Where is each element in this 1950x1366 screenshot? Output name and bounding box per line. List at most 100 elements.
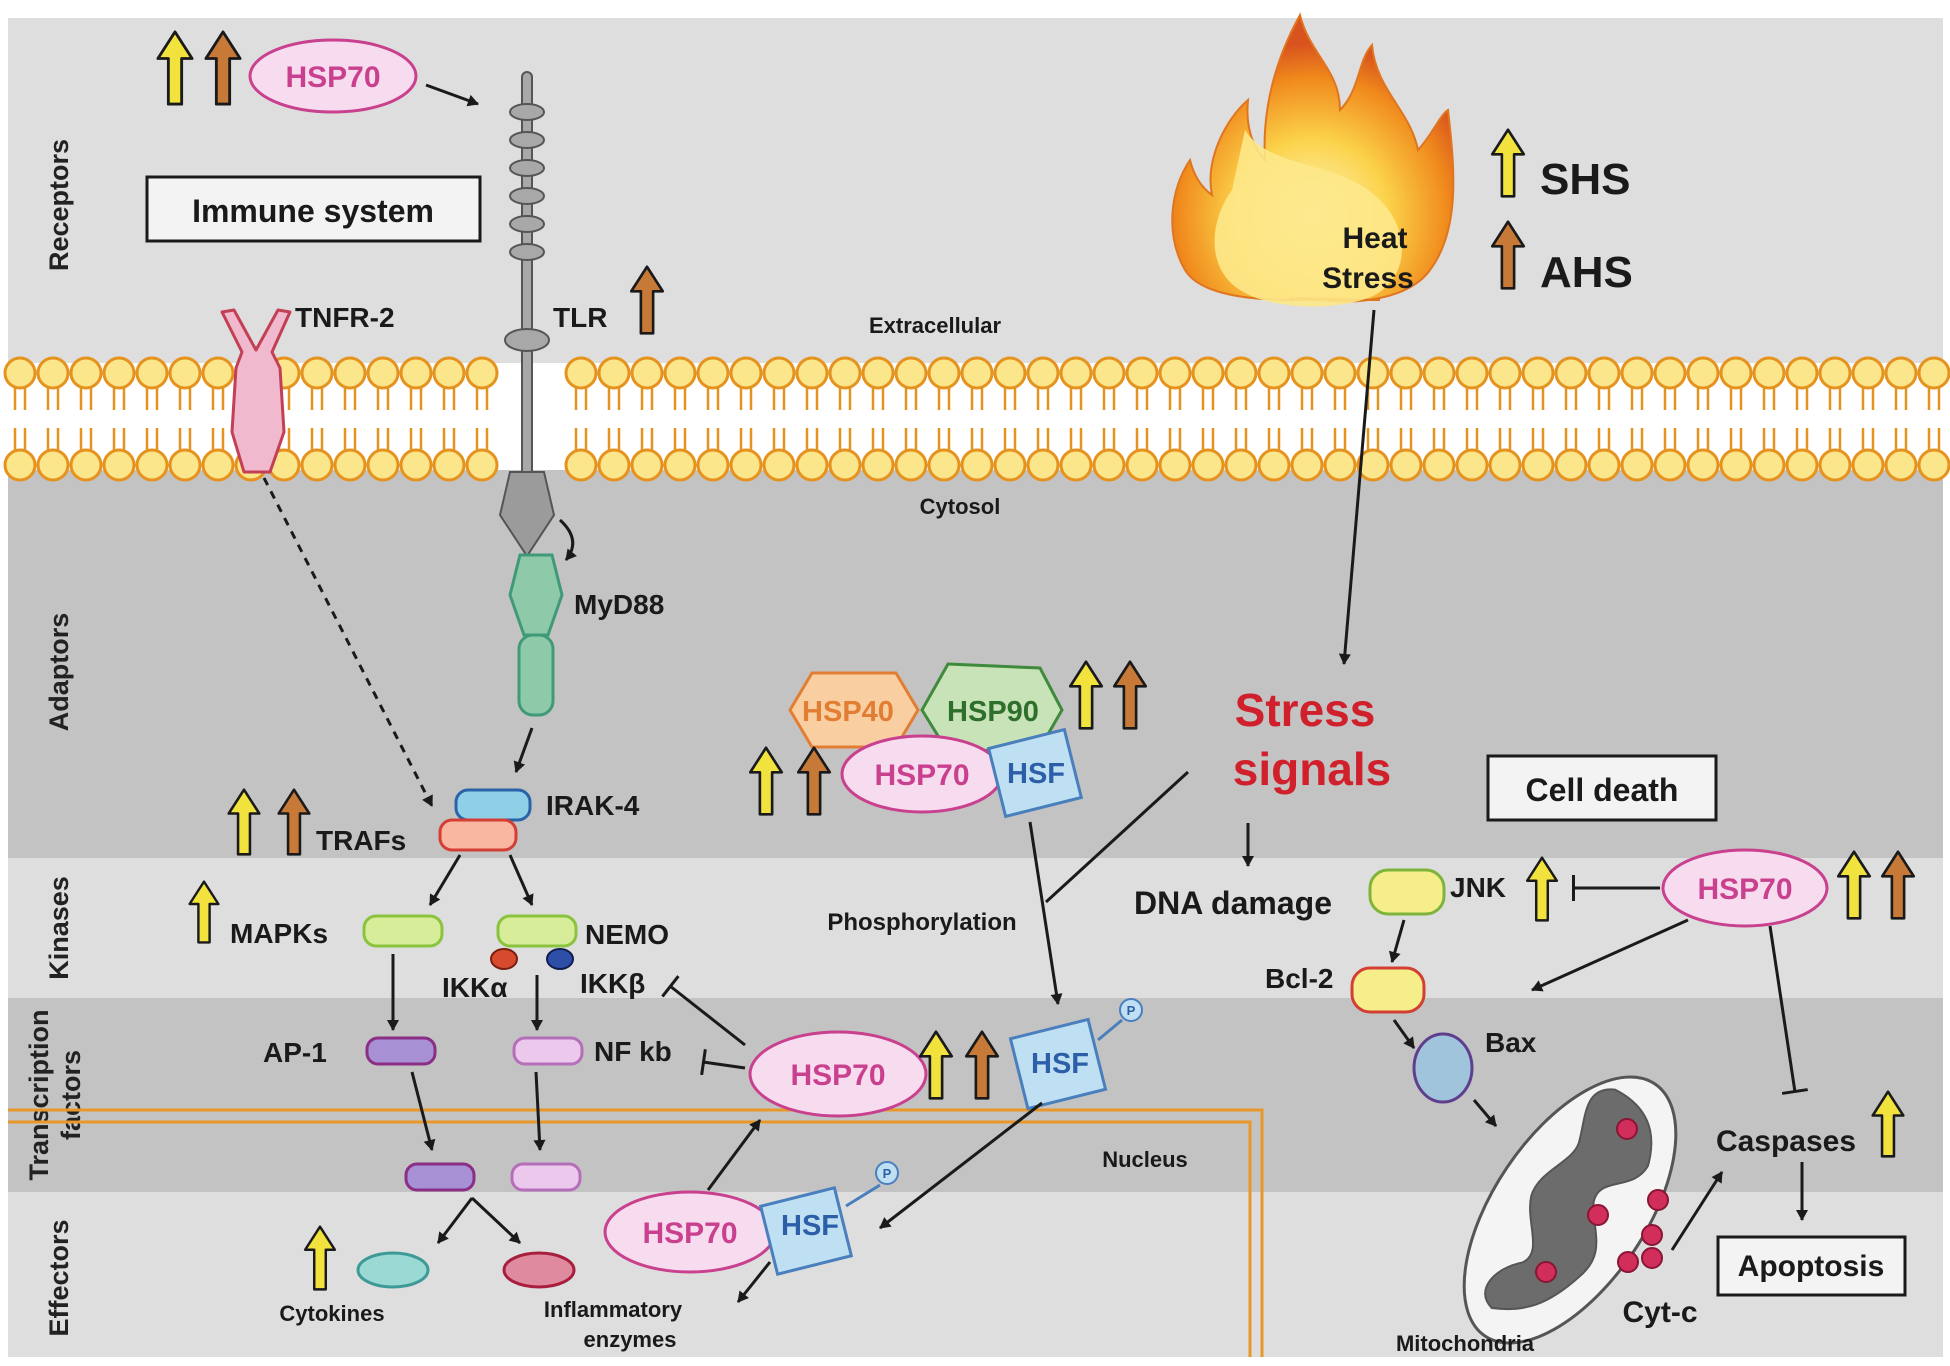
lipid-head — [993, 448, 1027, 482]
lipid-head — [3, 448, 37, 482]
lipid-head — [135, 448, 169, 482]
lipid-tail — [343, 388, 357, 450]
ap1-node — [365, 1036, 437, 1066]
lipid-head — [168, 448, 202, 482]
lipid-tail — [211, 388, 225, 450]
lipid-head — [1653, 448, 1687, 482]
lipid-head — [795, 448, 829, 482]
lipid-tail — [805, 388, 819, 450]
lipid-head — [1224, 448, 1258, 482]
nucleus-envelope — [8, 1108, 1264, 1357]
lipid-head — [1257, 356, 1291, 390]
lipid-head — [993, 356, 1027, 390]
nfkb-node — [512, 1036, 584, 1066]
lipid-head — [1521, 448, 1555, 482]
legend-shs-label: SHS — [1540, 155, 1630, 204]
lipid-tail — [178, 388, 192, 450]
hsp40-label: HSP40 — [802, 696, 894, 728]
lipid-tail — [1069, 388, 1083, 450]
lipid-head — [1125, 356, 1159, 390]
lipid-tail — [1102, 388, 1116, 450]
hsf-complex-label: HSF — [1007, 758, 1065, 790]
hsp70-complex-label: HSP70 — [874, 759, 969, 792]
lipid-tail — [772, 388, 786, 450]
lipid-head — [1785, 356, 1819, 390]
lipid-tail — [112, 388, 126, 450]
lipid-head — [696, 448, 730, 482]
tlr-domain — [509, 243, 545, 261]
lipid-tail — [1168, 388, 1182, 450]
lipid-head — [1686, 448, 1720, 482]
lipid-head — [927, 356, 961, 390]
lipid-tail — [871, 388, 885, 450]
svg-text:P: P — [883, 1166, 892, 1181]
cell-death-label: Cell death — [1526, 772, 1679, 808]
tlr-label: TLR — [553, 302, 607, 333]
lipid-head — [201, 448, 235, 482]
tlr-domain — [509, 187, 545, 205]
hsp70-node-right: HSP70 — [1661, 848, 1829, 928]
hsp70-node-center: HSP70 — [748, 1030, 928, 1118]
lipid-head — [1554, 448, 1588, 482]
hsp70-node-top: HSP70 — [248, 38, 418, 114]
tlr-domain — [509, 215, 545, 233]
hsp90-label: HSP90 — [947, 696, 1039, 728]
lipid-head — [1455, 448, 1489, 482]
lipid-head — [432, 356, 466, 390]
immune-system-box: Immune system — [145, 175, 482, 243]
lipid-head — [1917, 448, 1950, 482]
lipid-tail — [1531, 388, 1545, 450]
lipid-tail — [145, 388, 159, 450]
lipid-head — [1389, 448, 1423, 482]
lipid-head — [1488, 448, 1522, 482]
lipid-head — [399, 356, 433, 390]
lipid-head — [1587, 356, 1621, 390]
lipid-head — [861, 356, 895, 390]
lipid-tail — [1630, 388, 1644, 450]
inflammatory-enzymes-node — [502, 1251, 576, 1289]
lipid-head — [69, 356, 103, 390]
myd88-label: MyD88 — [574, 589, 664, 620]
ap1-label: AP-1 — [263, 1037, 327, 1068]
lipid-head — [465, 448, 499, 482]
nemo-node — [496, 914, 578, 948]
lipid-head — [828, 356, 862, 390]
ikkb-label: IKKβ — [580, 968, 645, 999]
lipid-tail — [79, 388, 93, 450]
lipid-head — [1059, 448, 1093, 482]
lipid-head — [1422, 356, 1456, 390]
lipid-head — [1290, 448, 1324, 482]
lipid-head — [102, 356, 136, 390]
lipid-head — [663, 448, 697, 482]
svg-text:P: P — [1127, 1003, 1136, 1018]
lipid-head — [828, 448, 862, 482]
section-receptors: Receptors — [44, 139, 74, 271]
lipid-tail — [1894, 388, 1908, 450]
lipid-head — [36, 356, 70, 390]
lipid-tail — [13, 388, 27, 450]
mapks-label: MAPKs — [230, 918, 328, 949]
nfkb-nuclear-node — [510, 1162, 582, 1192]
lipid-head — [36, 448, 70, 482]
lipid-head — [729, 356, 763, 390]
cytokines-node — [356, 1251, 430, 1289]
irak4-label: IRAK-4 — [546, 790, 640, 821]
ikkb-node — [546, 948, 574, 970]
lipid-head — [1884, 356, 1918, 390]
legend-ahs-label: AHS — [1540, 248, 1633, 297]
lipid-head — [696, 356, 730, 390]
trafs-label: TRAFs — [316, 825, 406, 856]
lipid-head — [1917, 356, 1950, 390]
lipid-tail — [574, 388, 588, 450]
lipid-head — [1818, 356, 1852, 390]
lipid-head — [1620, 448, 1654, 482]
hsp70-node-effector: HSP70 — [603, 1190, 777, 1274]
lipid-head — [1092, 448, 1126, 482]
lipid-head — [1125, 448, 1159, 482]
lipid-head — [1818, 448, 1852, 482]
lipid-tail — [475, 388, 489, 450]
lipid-head — [597, 356, 631, 390]
hsf-node-effector: HSF — [758, 1186, 854, 1276]
tlr-domain — [509, 103, 545, 121]
nemo-label: NEMO — [585, 919, 669, 950]
